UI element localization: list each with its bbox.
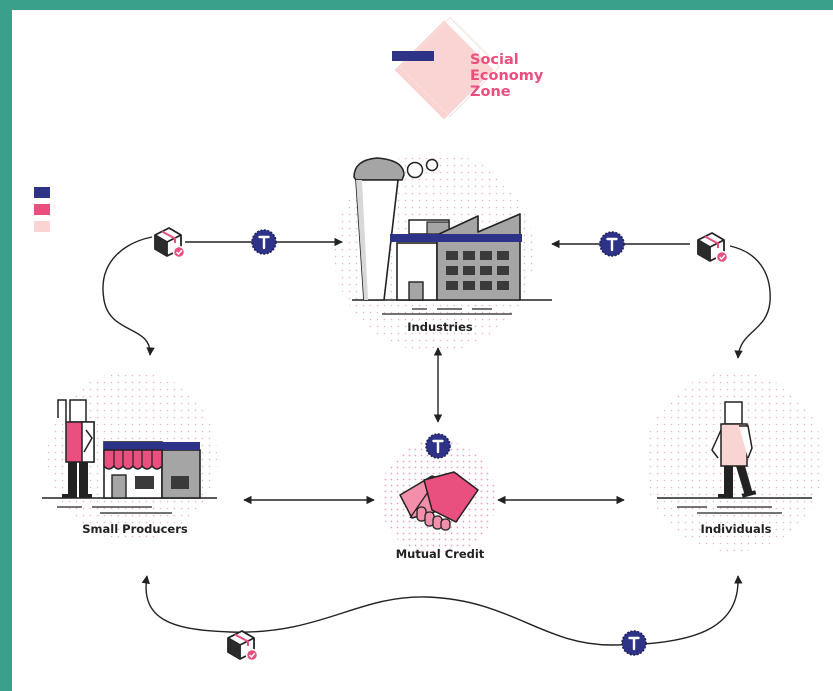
box-icon-top-right [697,232,729,264]
flow-diagram [34,16,824,662]
small-producers-label: Small Producers [82,522,188,536]
logo-bar [392,51,434,61]
handshake-icon [399,471,479,531]
legend-swatch-pink [34,204,50,215]
person-icon [657,401,812,514]
flow-connectors [102,236,771,646]
diagram-canvas: Social Economy Zone Industries Small Pro… [12,10,833,691]
logo-text: Social Economy Zone [470,52,543,100]
token-icon-top-right [598,230,626,258]
connector-producers-individuals [141,575,743,646]
logo-line-1: Social [470,52,519,68]
box-icon-bottom [227,630,259,662]
logo-line-3: Zone [470,84,511,100]
factory-icon [352,157,552,315]
token-icon-top-left [250,228,278,256]
legend-swatch-navy [34,187,50,198]
box-icon-top-left [154,227,186,259]
color-legend [34,187,50,232]
connector-to-individuals [729,245,771,359]
connector-producers-to-box [102,236,155,356]
token-icon-center [424,432,452,460]
individuals-label: Individuals [700,522,772,536]
industries-label: Industries [407,320,473,334]
mutual-credit-label: Mutual Credit [395,547,485,561]
legend-swatch-light-pink [34,221,50,232]
shop-icon [42,441,217,514]
producer-person-icon [57,399,95,498]
token-icon-bottom [620,629,648,657]
logo-line-2: Economy [470,68,544,84]
